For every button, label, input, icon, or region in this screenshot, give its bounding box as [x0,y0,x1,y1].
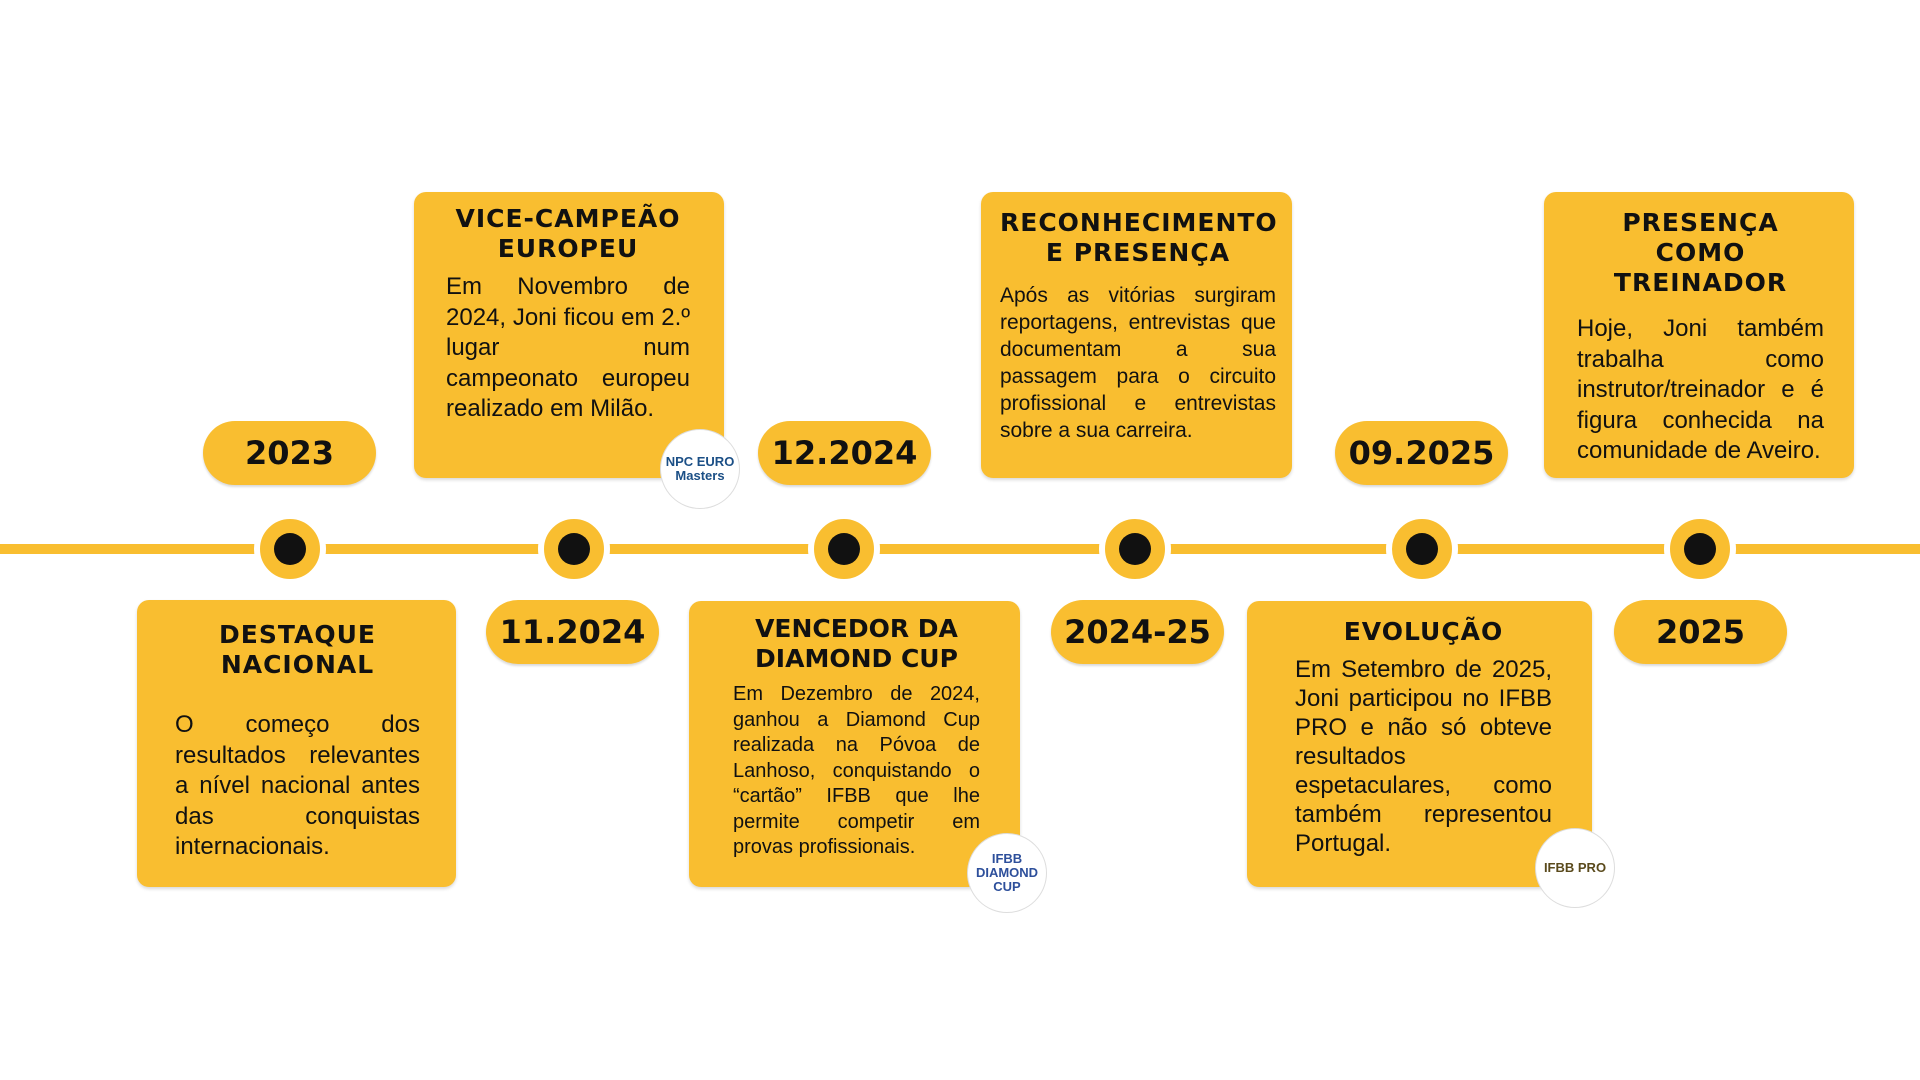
diamond-cup-logo: IFBB DIAMOND CUP [967,833,1047,913]
milestone-card: VENCEDOR DA DIAMOND CUP Em Dezembro de 2… [689,601,1020,887]
card-title: VENCEDOR DA DIAMOND CUP [755,614,958,673]
timeline-dot [1386,513,1458,585]
timeline-dot [538,513,610,585]
timeline-dot [1664,513,1736,585]
timeline-dot [254,513,326,585]
card-title: VICE-CAMPEÃO EUROPEU [455,204,681,263]
milestone-card: DESTAQUE NACIONAL O começo dos resultado… [137,600,456,887]
date-pill: 11.2024 [486,600,659,664]
timeline-dot [808,513,880,585]
card-text: Hoje, Joni também trabalha como instruto… [1577,315,1824,464]
card-text: Após as vitórias surgiram reportagens, e… [1000,284,1276,442]
euro-masters-logo: NPC EURO Masters [660,429,740,509]
milestone-card: EVOLUÇÃO Em Setembro de 2025, Joni parti… [1247,601,1592,887]
card-text: Em Dezembro de 2024, ganhou a Diamond Cu… [733,683,980,858]
card-text: Em Setembro de 2025, Joni participou no … [1295,656,1552,857]
card-title: RECONHECIMENTO E PRESENÇA [1000,208,1278,267]
date-pill: 2025 [1614,600,1787,664]
card-text: Em Novembro de 2024, Joni ficou em 2.º l… [446,273,690,422]
timeline-dot [1099,513,1171,585]
card-title: PRESENÇA COMO TREINADOR [1613,208,1788,297]
card-title: DESTAQUE NACIONAL [219,620,376,679]
date-pill: 12.2024 [758,421,931,485]
date-pill: 09.2025 [1335,421,1508,485]
card-text: O começo dos resultados relevantes a nív… [175,711,420,860]
date-pill: 2023 [203,421,376,485]
ifbb-pro-logo: IFBB PRO [1535,828,1615,908]
milestone-card: RECONHECIMENTO E PRESENÇA Após as vitóri… [981,192,1292,478]
milestone-card: PRESENÇA COMO TREINADOR Hoje, Joni també… [1544,192,1854,478]
card-title: EVOLUÇÃO [1343,617,1504,646]
milestone-card: VICE-CAMPEÃO EUROPEU Em Novembro de 2024… [414,192,724,478]
timeline-line [0,544,1920,554]
date-pill: 2024-25 [1051,600,1224,664]
